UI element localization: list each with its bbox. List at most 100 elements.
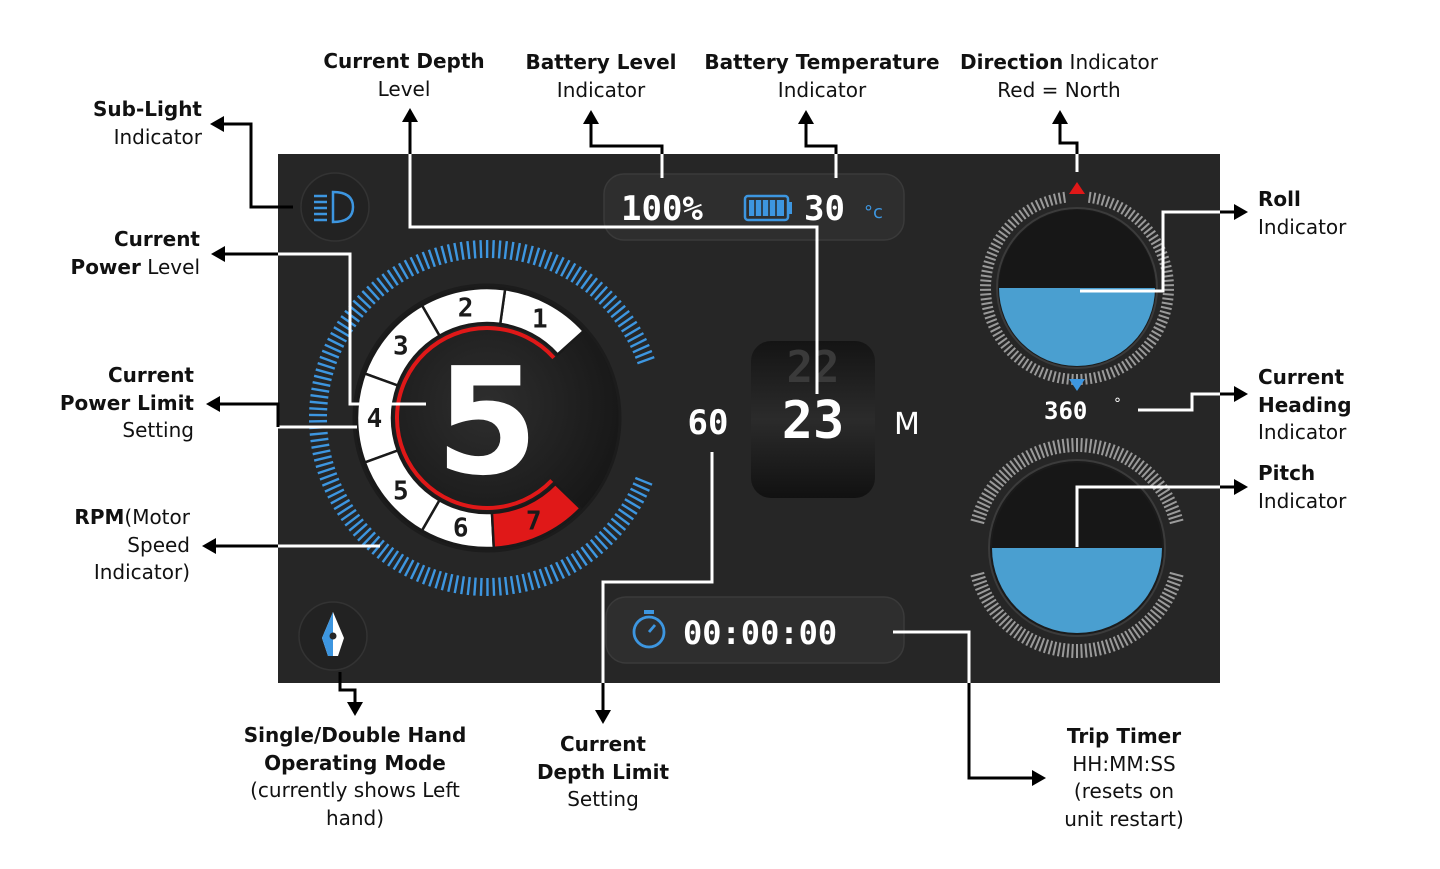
gauge-tick bbox=[333, 498, 351, 511]
gauge-tick bbox=[1149, 608, 1162, 620]
gauge-tick bbox=[1117, 362, 1125, 374]
arrowhead bbox=[583, 110, 599, 124]
gauge-tick bbox=[606, 522, 622, 536]
gauge-tick bbox=[1113, 364, 1121, 376]
gauge-tick bbox=[1093, 372, 1098, 384]
power-scale-label: 6 bbox=[453, 513, 469, 543]
gauge-tick bbox=[321, 349, 340, 359]
gauge-tick bbox=[1038, 366, 1045, 378]
label-rpm: RPM(Motor Speed Indicator) bbox=[74, 505, 190, 584]
gauge-tick bbox=[1128, 355, 1137, 366]
gauge-tick bbox=[544, 566, 553, 585]
gauge-tick bbox=[526, 245, 534, 264]
gauge-tick bbox=[466, 576, 471, 596]
power-scale-label: 5 bbox=[393, 476, 409, 506]
gauge-tick bbox=[1088, 643, 1093, 658]
gauge-tick bbox=[376, 277, 390, 293]
arrowhead bbox=[1234, 479, 1248, 495]
gauge-tick bbox=[1017, 454, 1027, 468]
gauge-tick bbox=[538, 568, 547, 587]
gauge-tick bbox=[570, 266, 582, 283]
gauge-tick bbox=[472, 240, 477, 259]
gauge-tick bbox=[1150, 238, 1162, 246]
gauge-tick bbox=[1131, 626, 1141, 639]
gauge-tick bbox=[310, 437, 329, 443]
gauge-tick bbox=[315, 368, 334, 376]
gauge-tick bbox=[440, 245, 448, 264]
gauge-tick bbox=[357, 527, 372, 542]
gauge-tick bbox=[398, 556, 410, 574]
gauge-tick bbox=[1061, 643, 1066, 658]
roll-indicator bbox=[979, 182, 1175, 391]
gauge-tick bbox=[598, 530, 614, 546]
gauge-tick bbox=[992, 329, 1003, 338]
gauge-tick bbox=[340, 508, 357, 522]
gauge-tick bbox=[980, 279, 992, 283]
left-hand-mode-icon[interactable] bbox=[298, 601, 368, 671]
gauge-tick bbox=[1162, 297, 1174, 301]
gauge-tick bbox=[1014, 212, 1024, 223]
gauge-tick bbox=[1134, 623, 1145, 636]
gauge-tick bbox=[1109, 366, 1116, 378]
gauge-tick bbox=[415, 254, 425, 272]
gauge-tick bbox=[1163, 500, 1178, 509]
gauge-tick bbox=[565, 262, 577, 280]
gauge-tick bbox=[1158, 314, 1170, 320]
gauge-tick bbox=[309, 400, 328, 405]
gauge-tick bbox=[1104, 442, 1112, 457]
timer-pill bbox=[605, 596, 905, 664]
headlight-icon[interactable] bbox=[300, 172, 370, 242]
gauge-tick bbox=[1018, 209, 1027, 220]
gauge-tick bbox=[560, 559, 571, 577]
gauge-tick bbox=[549, 564, 560, 582]
gauge-tick bbox=[1096, 440, 1102, 455]
gauge-tick bbox=[1087, 191, 1092, 203]
label-pitch: Pitch Indicator bbox=[1258, 461, 1347, 513]
gauge-tick bbox=[1025, 360, 1033, 372]
gauge-tick bbox=[333, 326, 351, 338]
gauge-tick bbox=[1096, 641, 1102, 656]
gauge-tick bbox=[427, 249, 436, 268]
gauge-tick bbox=[1159, 260, 1171, 266]
gauge-tick bbox=[1131, 457, 1141, 470]
gauge-tick bbox=[1026, 204, 1034, 215]
previous-depth-ghost: 22 bbox=[787, 342, 840, 393]
gauge-tick bbox=[1124, 452, 1133, 466]
arrowhead bbox=[206, 396, 220, 412]
gauge-tick bbox=[1163, 587, 1178, 596]
gauge-tick bbox=[1029, 447, 1038, 462]
gauge-tick bbox=[614, 310, 630, 323]
gauge-tick bbox=[620, 320, 638, 333]
gauge-tick bbox=[1143, 226, 1154, 235]
gauge-tick bbox=[1084, 643, 1088, 658]
gauge-tick bbox=[1062, 191, 1067, 203]
gauge-tick bbox=[1017, 355, 1026, 366]
gauge-tick bbox=[1120, 449, 1129, 464]
gauge-tick bbox=[1165, 583, 1180, 592]
gauge-tick bbox=[1157, 488, 1171, 498]
label-power-level: Current Power Level bbox=[70, 227, 200, 279]
gauge-tick bbox=[1108, 637, 1116, 652]
gauge-tick bbox=[317, 466, 336, 475]
gauge-tick bbox=[629, 337, 648, 349]
gauge-tick bbox=[1092, 439, 1098, 454]
gauge-tick bbox=[497, 240, 502, 259]
gauge-tick bbox=[1138, 347, 1148, 357]
gauge-tick bbox=[990, 326, 1001, 333]
gauge-tick bbox=[440, 572, 448, 591]
gauge-tick bbox=[1084, 373, 1088, 385]
gauge-tick bbox=[627, 492, 645, 504]
gauge-tick bbox=[1092, 192, 1097, 204]
gauge-tick bbox=[1162, 279, 1174, 283]
gauge-tick bbox=[1161, 496, 1176, 505]
gauge-tick bbox=[981, 595, 995, 604]
gauge-tick bbox=[498, 577, 502, 596]
gauge-tick bbox=[1124, 630, 1133, 644]
gauge-tick bbox=[995, 612, 1007, 624]
gauge-tick bbox=[1104, 196, 1111, 208]
gauge-tick bbox=[1053, 193, 1058, 205]
gauge-tick bbox=[1152, 605, 1165, 616]
gauge-tick bbox=[634, 476, 653, 486]
gauge-tick bbox=[978, 591, 993, 600]
gauge-tick bbox=[1112, 636, 1121, 651]
